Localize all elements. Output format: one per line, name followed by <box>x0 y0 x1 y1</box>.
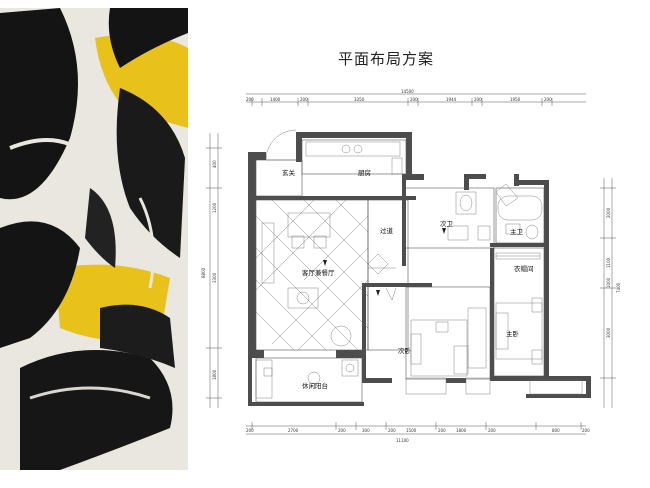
floor-plan: 14500 200 1400 200 3350 200 1944 200 195… <box>201 89 621 443</box>
room-master-bath: 主卫 <box>510 227 524 236</box>
dim-bottom-seg-2: 200 <box>338 428 346 433</box>
dim-top-seg-7: 1950 <box>510 97 521 102</box>
dim-top-seg-1: 1400 <box>270 97 281 102</box>
dim-bottom-seg-7: 1800 <box>456 428 467 433</box>
dim-bottom-seg-10: 200 <box>582 428 590 433</box>
dim-right-seg-0: 2000 <box>606 207 611 218</box>
room-master-bedroom: 主卧 <box>506 329 520 338</box>
dim-top-seg-8: 200 <box>544 97 552 102</box>
dim-bottom-seg-6: 200 <box>438 428 446 433</box>
dim-right-seg-2: 1000 <box>606 277 611 288</box>
dim-left-total: 8800 <box>201 267 206 278</box>
dim-top-seg-0: 200 <box>246 97 254 102</box>
dim-bottom-seg-8: 200 <box>488 428 496 433</box>
dim-left-seg-3: 1800 <box>212 369 217 380</box>
abstract-ink-painting <box>0 8 188 470</box>
dim-top-seg-2: 200 <box>300 97 308 102</box>
room-living-dining: 客厅兼餐厅 <box>302 268 335 277</box>
room-leisure-balcony: 休闲阳台 <box>302 381 328 390</box>
dim-right-seg-1: 1100 <box>606 257 611 268</box>
page-title: 平面布局方案 <box>338 50 435 68</box>
dim-left-seg-1: 1200 <box>212 202 217 213</box>
dim-top-seg-3: 3350 <box>354 97 365 102</box>
dim-top-total: 14500 <box>401 89 414 94</box>
dim-right-seg-3: 3000 <box>606 327 611 338</box>
dim-top-seg-4: 200 <box>410 97 418 102</box>
dim-top-seg-6: 200 <box>474 97 482 102</box>
room-closet: 衣帽间 <box>514 264 534 273</box>
dim-bottom-seg-1: 2700 <box>288 428 299 433</box>
dim-bottom-seg-4: 200 <box>388 428 396 433</box>
room-entrance: 玄关 <box>282 168 296 177</box>
dim-bottom-seg-5: 1500 <box>406 428 417 433</box>
dim-left-seg-2: 3300 <box>212 272 217 283</box>
dim-left-seg-0: 400 <box>212 160 217 168</box>
room-corridor: 过道 <box>380 226 394 235</box>
dim-bottom-seg-9: 800 <box>552 428 560 433</box>
dim-top-seg-5: 1944 <box>446 97 457 102</box>
dim-bottom-seg-3: 300 <box>362 428 370 433</box>
dim-bottom-seg-0: 200 <box>246 428 254 433</box>
room-second-bedroom: 次卧 <box>398 346 412 355</box>
room-second-bath: 次卫 <box>440 219 454 228</box>
room-kitchen: 厨房 <box>358 168 371 177</box>
dim-bottom-total: 11100 <box>396 438 409 443</box>
dim-right-total: 7400 <box>616 282 621 293</box>
